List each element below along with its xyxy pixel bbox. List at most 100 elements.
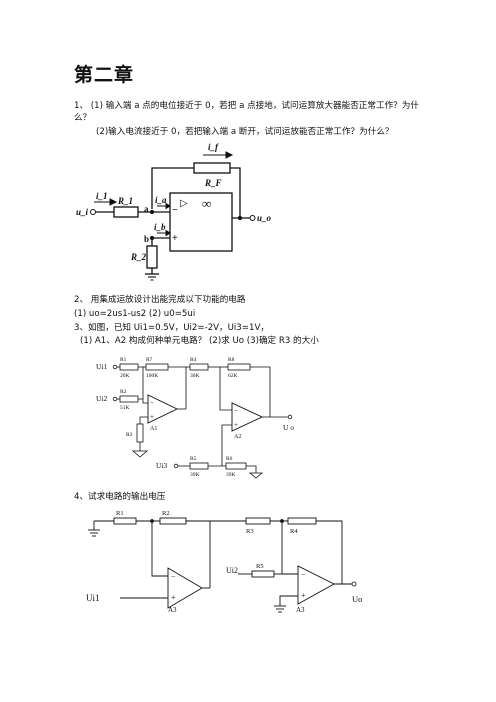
fig1-uo-label: u_o xyxy=(257,213,272,223)
fig3-r8-label: R8 xyxy=(228,357,235,363)
fig4-wire-r2-out1 xyxy=(186,520,211,588)
fig3-r7-value: 100K xyxy=(146,373,158,379)
fig3-r8-value: 62K xyxy=(228,373,238,379)
q1-line2: 么？ xyxy=(74,113,92,123)
fig3-r5-value: 39K xyxy=(190,472,200,478)
fig1-r1-label: R_1 xyxy=(117,196,133,206)
fig3-ui2-terminal xyxy=(112,396,118,402)
fig3-r4-label: R4 xyxy=(190,357,197,363)
fig3-ui2-label: Ui2 xyxy=(96,394,108,403)
fig4-a3a-plus: + xyxy=(171,593,176,602)
fig3-wire-r8-out xyxy=(250,366,271,417)
q4-line1: 4、试求电路的输出电压 xyxy=(74,492,166,502)
fig1-ia-arrowhead xyxy=(165,202,171,210)
fig4-ui2-label: Ui2 xyxy=(226,566,238,575)
fig1-r2-label: R_2 xyxy=(130,252,147,262)
fig3-ground-a1 xyxy=(131,450,149,458)
fig4-output-terminal xyxy=(351,581,357,587)
fig4-r5-label: R5 xyxy=(256,563,264,570)
fig3-a2-opamp xyxy=(231,402,264,432)
fig4-wire-r4-out xyxy=(316,520,343,584)
fig3-uo-terminal xyxy=(287,414,293,420)
fig3-a2-minus: − xyxy=(234,407,238,415)
fig1-ib-label: i_b xyxy=(154,222,166,232)
fig1-feedback-wire-left xyxy=(151,167,194,209)
fig4-ui1-label: Ui1 xyxy=(86,593,100,603)
fig3-a1-label: A1 xyxy=(150,426,157,432)
fig4-uo-label: Uo xyxy=(352,594,362,604)
fig1-ui-label: u_i xyxy=(76,207,89,217)
fig1-i1-arrowhead xyxy=(109,198,118,206)
fig1-feedback-wire-right xyxy=(230,167,241,218)
fig3-wire-a1-inv xyxy=(142,367,148,404)
fig3-a1-minus: − xyxy=(150,399,154,407)
fig4-r2-resistor xyxy=(159,517,187,525)
fig4-a3b-label: A3 xyxy=(296,606,305,614)
fig3-r6-label: R6 xyxy=(226,456,233,462)
fig4-a3a-label: A3 xyxy=(168,606,177,614)
fig4-r2-label: R2 xyxy=(162,510,170,517)
fig3-wire-r6-ground xyxy=(246,465,257,473)
fig3-uo-label: U o xyxy=(283,423,294,432)
fig3-r7-label: R7 xyxy=(146,357,153,363)
fig4-r3-resistor xyxy=(245,517,271,525)
fig4-r4-label: R4 xyxy=(290,528,298,535)
fig1-plus-sign: + xyxy=(172,233,178,244)
fig1-i1-label: i_1 xyxy=(96,191,108,201)
fig1-infinity-symbol: ∞ xyxy=(202,196,211,211)
fig3-a1-plus: + xyxy=(150,413,154,421)
fig1-node-b-label: b xyxy=(144,234,149,244)
fig1-minus-sign: − xyxy=(172,205,178,216)
fig1-opamp-box xyxy=(169,192,233,252)
fig3-ui3-terminal xyxy=(173,463,179,469)
q1-line3: (2)输入电流接近于 0，若把输入端 a 断开，试问运放能否正常工作？为什么？ xyxy=(96,127,394,137)
fig1-ia-label: i_a xyxy=(155,195,167,205)
fig4-wire-a3b-plus xyxy=(279,595,298,606)
chapter-title: 第二章 xyxy=(74,64,135,86)
fig3-r1-label: R1 xyxy=(120,357,127,363)
fig4-a3b-plus: + xyxy=(301,591,306,600)
fig1-rf-label: R_F xyxy=(204,178,222,188)
fig3-wire-a2-plus xyxy=(221,424,232,466)
fig4-a3b-minus: − xyxy=(301,570,306,579)
fig3-ui3-label: Ui3 xyxy=(156,461,168,470)
fig1-node-a xyxy=(149,209,155,215)
q2-line1: 2、 用集成运放设计出能完成以下功能的电路 xyxy=(74,295,246,305)
fig1-input-terminal xyxy=(90,209,96,215)
fig3-wire-a2-inv xyxy=(219,367,232,411)
fig3-r3-label: R3 xyxy=(126,432,133,438)
fig4-r5-resistor xyxy=(251,570,275,578)
fig3-r1-value: 20K xyxy=(120,373,130,379)
fig4-wire-a3a-inv xyxy=(151,521,168,577)
fig4-r4-resistor xyxy=(287,517,317,525)
fig3-r4-value: 30K xyxy=(190,373,200,379)
fig4-r3-label: R3 xyxy=(246,528,254,535)
fig4-a3b-opamp xyxy=(297,565,335,605)
fig3-a2-plus: + xyxy=(234,421,238,429)
fig1-output-node xyxy=(237,215,243,221)
fig1-triangle-symbol: ▷ xyxy=(180,198,188,209)
fig3-r2-value: 51K xyxy=(120,405,130,411)
fig3-ui1-label: Ui1 xyxy=(96,362,108,371)
fig1-if-arrowhead xyxy=(225,151,234,159)
fig3-a1-opamp xyxy=(147,394,179,424)
q3-line2: (1) A1、A2 构成何种单元电路？ (2)求 Uo (3)确定 R3 的大小 xyxy=(80,336,319,346)
fig3-ground-a2 xyxy=(248,472,264,479)
fig4-r1-resistor xyxy=(113,517,137,525)
fig4-a3a-minus: − xyxy=(171,572,176,581)
fig3-a2-label: A2 xyxy=(234,434,241,440)
fig3-r2-label: R2 xyxy=(120,389,127,395)
fig3-r6-value: 39K xyxy=(226,472,236,478)
q1-line1: 1、 (1) 输入端 a 点的电位接近于 0，若把 a 点接地，试问运算放大器能… xyxy=(74,101,419,111)
fig1-if-label: i_f xyxy=(208,142,219,152)
fig3-wire-a1-plus xyxy=(139,416,148,424)
fig1-node-a-label: a xyxy=(144,204,149,214)
fig3-ui1-terminal xyxy=(112,364,118,370)
fig4-a3a-opamp xyxy=(167,567,203,609)
fig1-output-terminal xyxy=(249,215,256,221)
q3-line1: 3、如图，已知 Ui1=0.5V，Ui2=-2V，Ui3=1V， xyxy=(74,323,269,333)
fig1-ib-arrowhead xyxy=(165,229,171,237)
